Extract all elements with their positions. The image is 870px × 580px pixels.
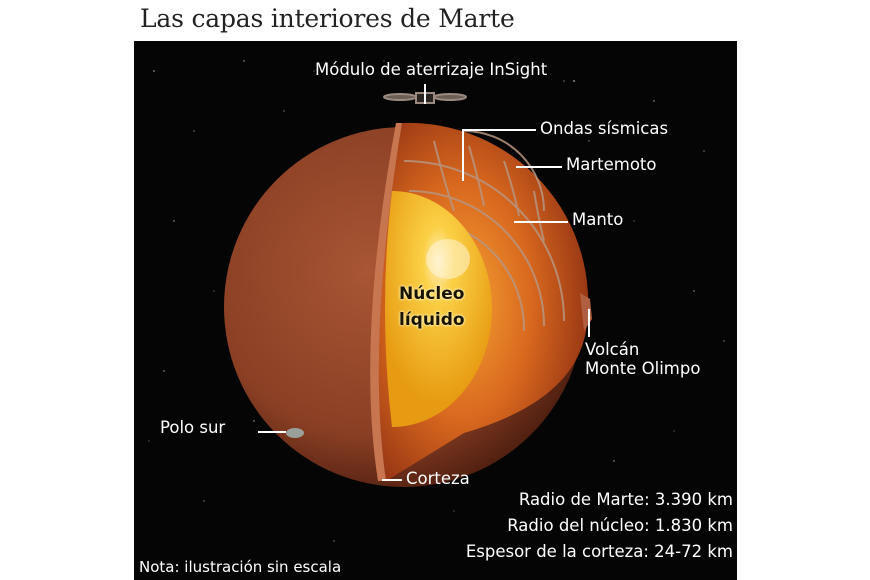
stat-core-radius: Radio del núcleo: 1.830 km xyxy=(507,516,733,535)
marsquake-label: Martemoto xyxy=(566,155,657,174)
mars-cutaway-illustration xyxy=(224,92,592,487)
seismic-waves-leader-line-v xyxy=(462,129,464,181)
volcano-label: Volcán Monte Olimpo xyxy=(585,340,701,379)
volcano-label-line1: Volcán xyxy=(585,340,640,359)
diagram-panel: Módulo de aterrizaje InSight Ondas sísmi… xyxy=(134,41,737,580)
seismic-waves-label: Ondas sísmicas xyxy=(540,119,669,138)
starfield xyxy=(148,60,725,542)
marsquake-leader-line xyxy=(516,166,562,168)
crust-leader-line xyxy=(382,479,402,481)
mantle-leader-line xyxy=(514,221,568,223)
core-label-line1: Núcleo xyxy=(399,284,465,304)
core-label-line2: líquido xyxy=(399,310,465,331)
lander-leader-line xyxy=(424,84,426,104)
diagram-title: Las capas interiores de Marte xyxy=(140,4,515,33)
mars-stats: Radio de Marte: 3.390 km Radio del núcle… xyxy=(466,487,733,565)
volcano-leader-line xyxy=(588,309,590,337)
lander-label: Módulo de aterrizaje InSight xyxy=(315,60,548,79)
scale-note: Nota: ilustración sin escala xyxy=(139,558,342,576)
stat-crust-thickness: Espesor de la corteza: 24-72 km xyxy=(465,542,733,561)
mantle-label: Manto xyxy=(572,210,624,229)
crust-label: Corteza xyxy=(406,469,470,488)
south-pole-leader-line xyxy=(258,431,286,433)
south-pole-label: Polo sur xyxy=(160,418,226,437)
seismic-waves-leader-line-h xyxy=(462,129,536,131)
stat-mars-radius: Radio de Marte: 3.390 km xyxy=(518,490,733,509)
core-label: Núcleo líquido xyxy=(399,281,465,334)
volcano-label-line2: Monte Olimpo xyxy=(585,358,701,378)
